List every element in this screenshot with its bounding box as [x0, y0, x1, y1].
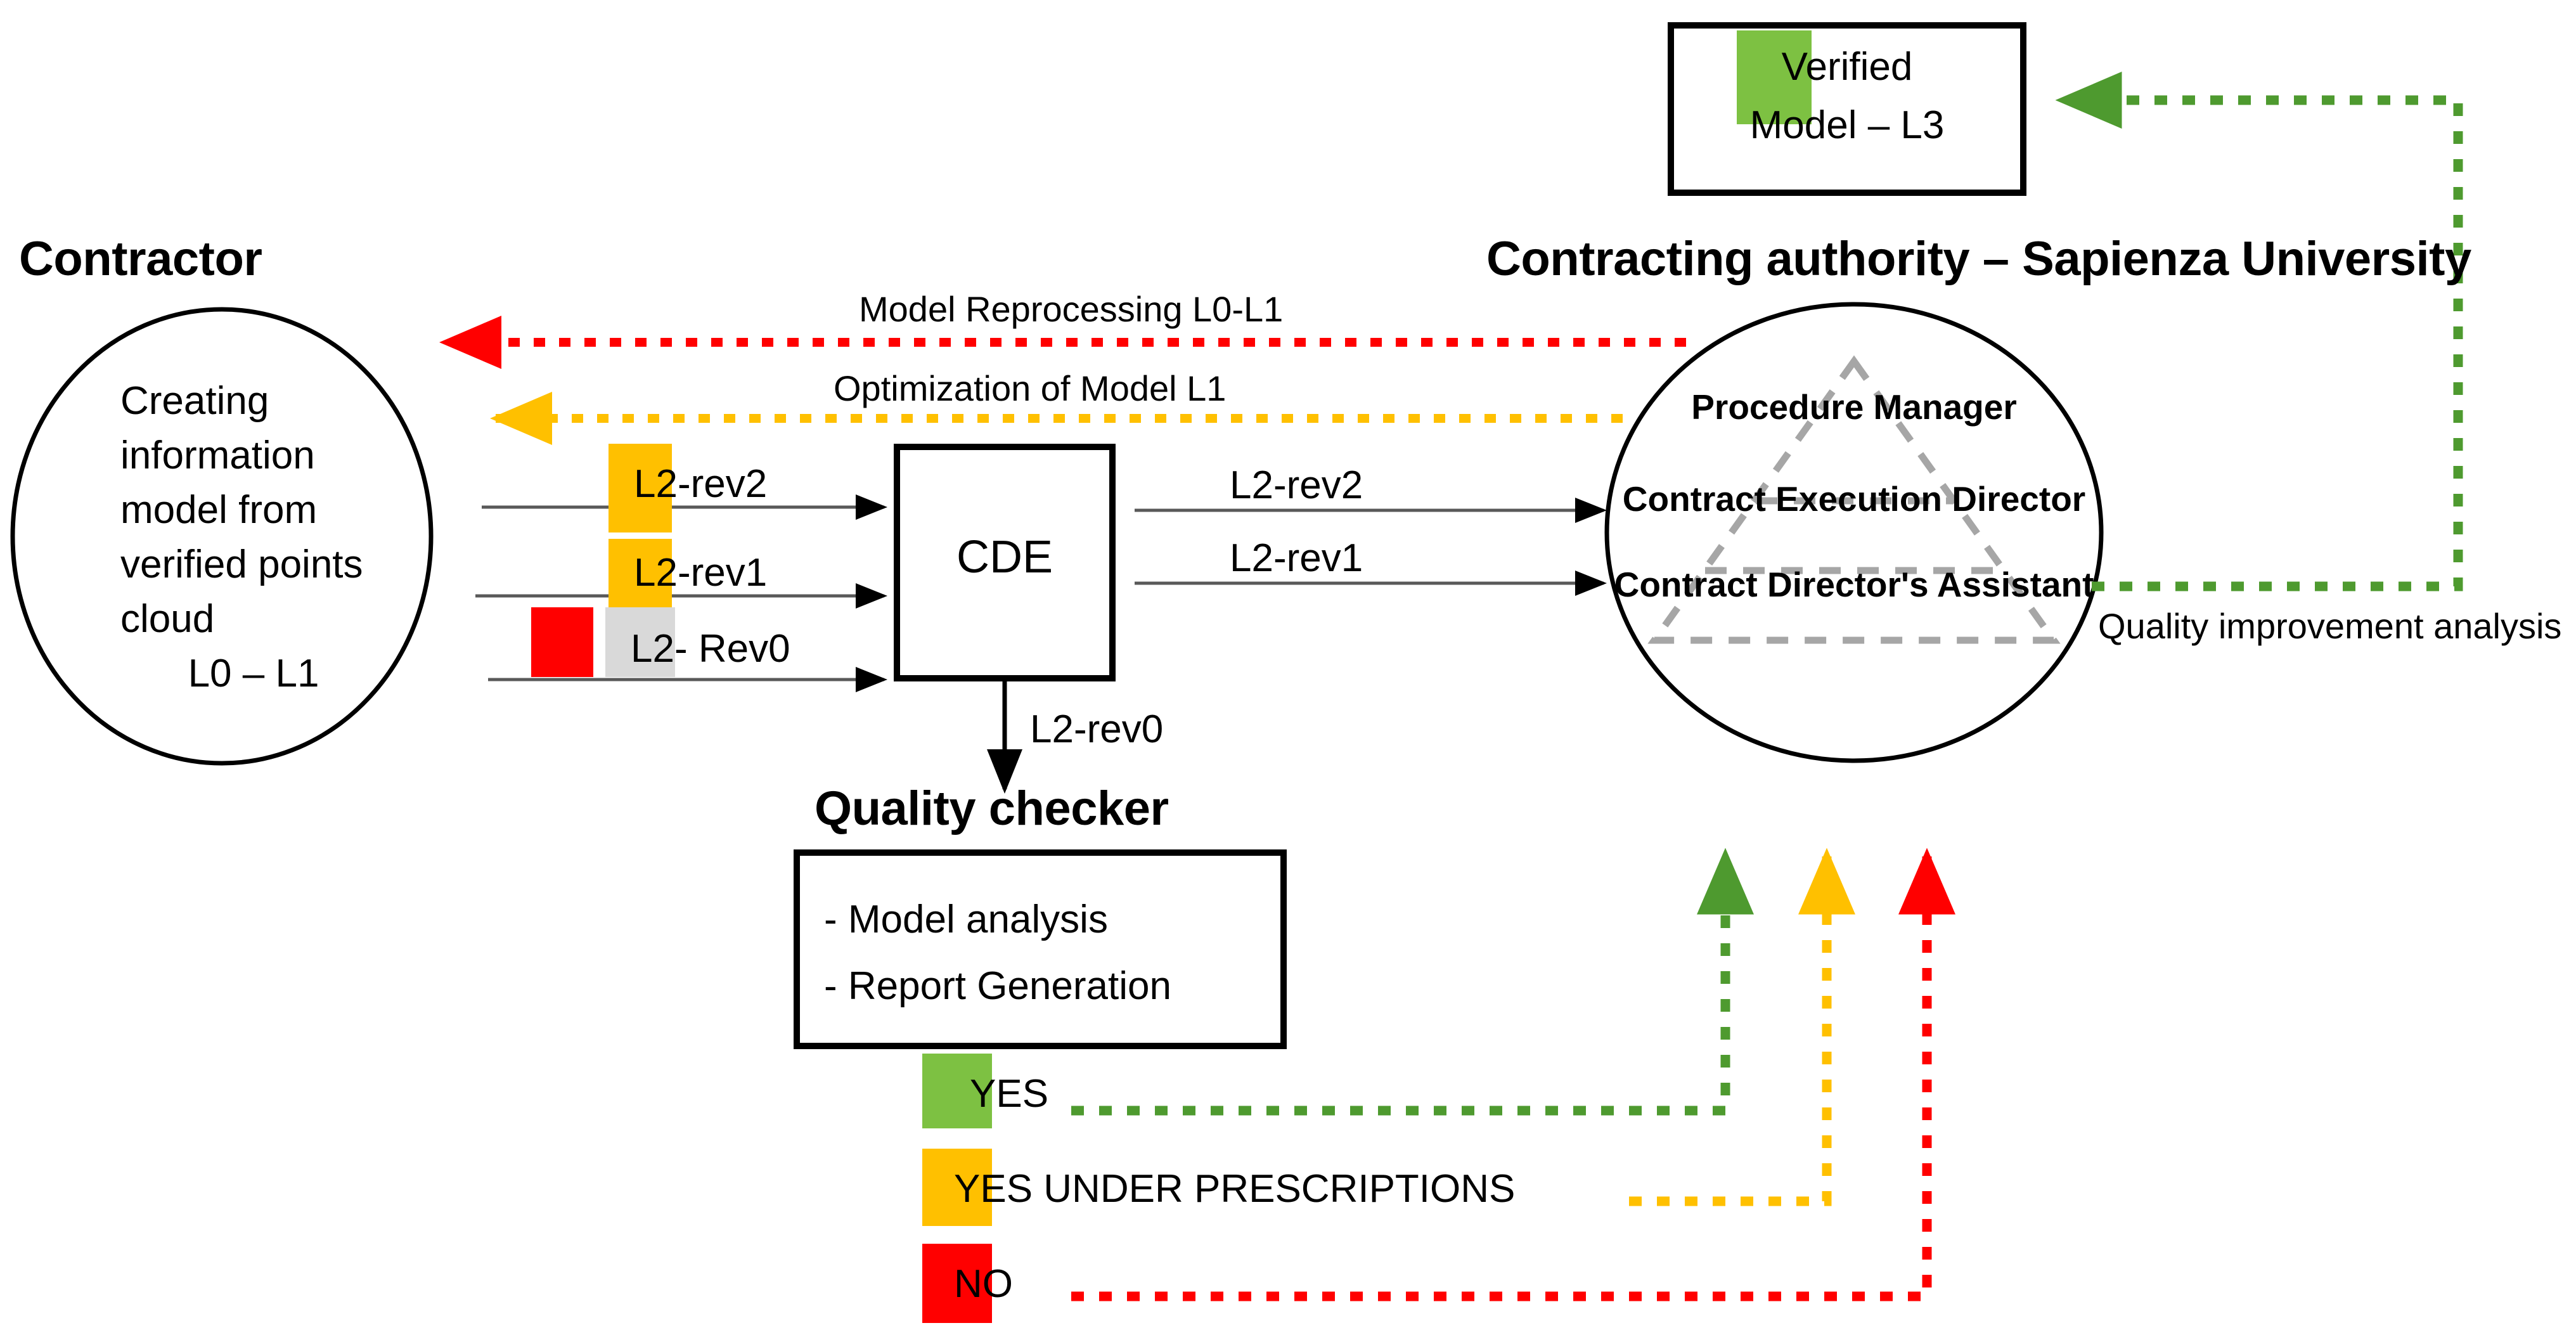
swatch-legend-yes: [922, 1054, 992, 1128]
legend-label-yes-under-prescriptions: YES UNDER PRESCRIPTIONS: [954, 1167, 1516, 1211]
quality-checker-item-2: - Report Generation: [824, 964, 1171, 1008]
legend-label-yes: YES: [970, 1072, 1049, 1116]
authority-circle: [1604, 302, 2104, 763]
label-out-rev0: L2- Rev0: [631, 627, 790, 671]
page-title-contractor: Contractor: [19, 232, 262, 286]
swatch-legend-no: [922, 1244, 992, 1323]
cde-label: CDE: [956, 532, 1053, 583]
page-title-quality-checker: Quality checker: [815, 782, 1169, 836]
contractor-line-5: cloud: [120, 597, 215, 641]
legend-label-no: NO: [954, 1262, 1013, 1306]
swatch-rev0-red: [531, 607, 593, 677]
quality-checker-box: [794, 849, 1287, 1049]
route-no: [1071, 848, 1955, 1301]
label-out-rev2: L2-rev2: [634, 462, 768, 506]
role-contract-execution-director: Contract Execution Director: [1622, 479, 2086, 519]
swatch-legend-yes-under: [922, 1149, 992, 1226]
role-procedure-manager: Procedure Manager: [1691, 387, 2017, 427]
contractor-circle-text: Creating information model from verified…: [120, 374, 387, 701]
contractor-line-2: information: [120, 434, 315, 477]
route-yes-under-prescriptions: [1629, 848, 1855, 1206]
swatch-rev2-amber: [609, 444, 672, 532]
quality-checker-item-1: - Model analysis: [824, 898, 1108, 941]
contractor-level-label: L0 – L1: [188, 652, 319, 695]
verified-model-line-1: Verified: [1781, 45, 1913, 89]
label-out-rev1: L2-rev1: [634, 551, 768, 595]
role-contract-directors-assistant: Contract Director's Assistant: [1614, 565, 2094, 604]
route-yes: [1071, 848, 1754, 1116]
label-down-rev0: L2-rev0: [1030, 707, 1164, 751]
page-title-authority: Contracting authority – Sapienza Univers…: [1486, 232, 2471, 286]
swatch-verified-green: [1737, 30, 1812, 124]
contractor-line-1: Creating: [120, 379, 269, 423]
label-quality-improvement-analysis: Quality improvement analysis: [2098, 606, 2562, 646]
contractor-line-3: model from: [120, 488, 318, 532]
label-in-rev1: L2-rev1: [1230, 536, 1363, 580]
contractor-line-4: verified points: [120, 543, 363, 586]
route-quality-improvement: [2055, 72, 2463, 591]
label-optimization-model-l1: Optimization of Model L1: [834, 368, 1227, 408]
contractor-circle: [10, 307, 434, 766]
hierarchy-triangle: [1647, 355, 2061, 644]
label-in-rev2: L2-rev2: [1230, 463, 1363, 507]
swatch-rev0-gray: [605, 607, 675, 677]
verified-model-line-2: Model – L3: [1749, 103, 1945, 147]
label-model-reprocessing: Model Reprocessing L0-L1: [859, 289, 1284, 329]
verified-model-box: [1668, 22, 2026, 196]
cde-box: [894, 444, 1116, 681]
